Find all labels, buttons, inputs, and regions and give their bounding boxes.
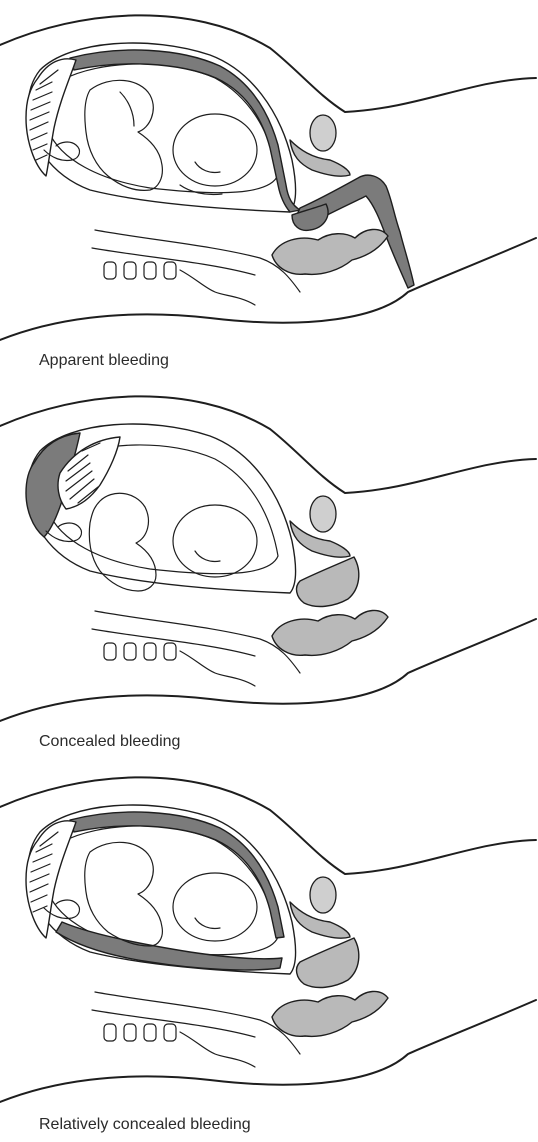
panel-concealed-bleeding: Concealed bleeding xyxy=(0,381,538,761)
spine xyxy=(95,992,300,1054)
caption-apparent-bleeding: Apparent bleeding xyxy=(39,352,169,370)
bowel xyxy=(272,991,388,1036)
apparent-bleeding-illustration xyxy=(0,0,538,345)
spine xyxy=(95,230,300,292)
concealed-bleeding-illustration xyxy=(0,381,538,726)
caption-relatively-concealed-bleeding: Relatively concealed bleeding xyxy=(39,1116,251,1134)
panel-relatively-concealed-bleeding: Relatively concealed bleeding xyxy=(0,762,538,1142)
bladder xyxy=(310,115,336,151)
bladder xyxy=(310,877,336,913)
spine xyxy=(95,611,300,673)
relatively-concealed-bleeding-illustration xyxy=(0,762,538,1107)
caption-concealed-bleeding: Concealed bleeding xyxy=(39,733,180,751)
panel-apparent-bleeding: Apparent bleeding xyxy=(0,0,538,380)
bowel xyxy=(272,610,388,655)
vertebrae xyxy=(104,643,176,660)
bowel xyxy=(272,229,388,274)
vertebrae xyxy=(104,262,176,279)
bladder xyxy=(310,496,336,532)
vertebrae xyxy=(104,1024,176,1041)
